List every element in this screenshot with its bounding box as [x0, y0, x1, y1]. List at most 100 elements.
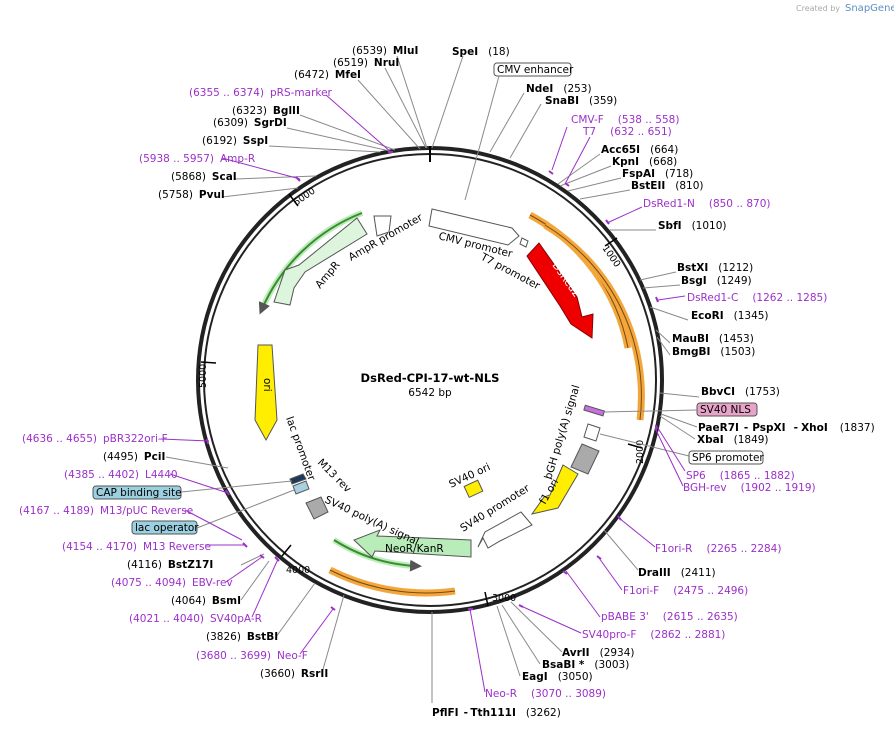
tick-6000 [288, 193, 299, 207]
site-bstxi[interactable]: BstXI(1212) [677, 262, 753, 274]
box-cmv-enhancer-label: CMV enhancer [497, 64, 574, 76]
primer-dsred1-c[interactable]: DsRed1-C(1262 .. 1285) [687, 292, 827, 304]
primer-sv40pro-f[interactable]: SV40pro-F(2862 .. 2881) [582, 629, 725, 641]
site-bstbi[interactable]: (3826)BstBI [206, 631, 278, 643]
site-bsmi[interactable]: (4064)BsmI [171, 595, 241, 607]
box-sp6-promoter[interactable] [688, 450, 764, 465]
site-sspi[interactable]: (6192)SspI [202, 135, 268, 147]
feature-dsred2[interactable] [526, 242, 594, 339]
site-leaders [165, 55, 700, 703]
primer-bgh-rev[interactable]: BGH-rev(1902 .. 1919) [683, 482, 816, 494]
site-avrii[interactable]: AvrII(2934) [562, 647, 635, 659]
site-ecori[interactable]: EcoRI(1345) [691, 310, 769, 322]
site-nrui[interactable]: (6519)NruI [333, 57, 399, 69]
site-kpni[interactable]: KpnI(668) [612, 156, 677, 168]
ampr-arc [258, 212, 363, 315]
primer-l4440[interactable]: (4385 .. 4402)L4440 [64, 469, 178, 481]
plasmid-size: 6542 bp [408, 387, 452, 399]
plasmid-name: DsRed-CPI-17-wt-NLS [361, 371, 500, 385]
leader-cmv-enhancer [464, 75, 500, 201]
site-bglii[interactable]: (6323)BglII [232, 105, 300, 117]
box-cmv-enhancer[interactable] [493, 62, 572, 77]
site-bmgbi[interactable]: BmgBI(1503) [672, 346, 755, 358]
feature-ampr-promoter[interactable] [373, 215, 392, 237]
tick-label-5000: 5000 [198, 364, 209, 388]
leader-sp6-promoter [599, 433, 690, 457]
primer-neo-f[interactable]: (3680 .. 3699)Neo-F [196, 650, 308, 662]
feature-cap-site[interactable] [289, 473, 307, 485]
primer-sp6[interactable]: SP6(1865 .. 1882) [686, 470, 795, 482]
label-ori: ori [261, 378, 273, 392]
site-maubi[interactable]: MauBI(1453) [672, 333, 754, 345]
site-bsabi[interactable]: BsaBI *(3003) [542, 659, 629, 671]
feature-t7-promoter[interactable] [519, 237, 529, 248]
site-bsteii[interactable]: BstEII(810) [631, 180, 704, 192]
leader-sv40-nls [603, 409, 698, 413]
leader-lac-operator [196, 489, 295, 529]
site-rsrii[interactable]: (3660)RsrII [260, 668, 328, 680]
primer-pbr322ori-f[interactable]: (4636 .. 4655)pBR322ori-F [22, 433, 168, 445]
box-cap-binding-site[interactable] [92, 485, 182, 500]
site-mlui[interactable]: (6539)MluI [352, 45, 418, 57]
feature-cmv-promoter[interactable] [428, 208, 520, 246]
feature-ampr[interactable] [273, 217, 368, 306]
primer-amp-r[interactable]: (5938 .. 5957)Amp-R [139, 153, 255, 165]
site-draiii[interactable]: DraIII(2411) [638, 567, 716, 579]
feature-sv40-polya[interactable] [305, 496, 329, 520]
primer-m13-reverse[interactable]: (4154 .. 4170)M13 Reverse [62, 541, 211, 553]
primer-ebv-rev[interactable]: (4075 .. 4094)EBV-rev [111, 577, 233, 589]
label-neor: NeoR/KanR [385, 543, 444, 555]
site-acc65i[interactable]: Acc65I(664) [601, 144, 678, 156]
primer-prs-marker[interactable]: (6355 .. 6374)pRS-marker [189, 87, 333, 99]
feature-sp6-promoter[interactable] [583, 423, 601, 442]
site-bbvci[interactable]: BbvCI(1753) [701, 386, 780, 398]
box-sv40-nls[interactable] [696, 402, 758, 417]
feature-sv40-ori[interactable] [463, 479, 484, 499]
brand-created-by: Created by [796, 4, 840, 13]
feature-neor[interactable] [353, 529, 472, 558]
tick-label-4000: 4000 [286, 565, 310, 576]
site-snabi[interactable]: SnaBI(359) [545, 95, 617, 107]
site-eagi[interactable]: EagI(3050) [522, 671, 593, 683]
primer-m13-puc-reverse[interactable]: (4167 .. 4189)M13/pUC Reverse [19, 505, 193, 517]
primer-f1ori-f[interactable]: F1ori-F(2475 .. 2496) [623, 585, 748, 597]
site-xbai[interactable]: XbaI(1849) [697, 434, 769, 446]
feature-lac-operator[interactable] [292, 480, 310, 495]
site-mfei[interactable]: (6472)MfeI [294, 69, 361, 81]
tick-1000 [604, 237, 618, 247]
site-pvui[interactable]: (5758)PvuI [158, 189, 225, 201]
site-spei[interactable]: SpeI(18) [452, 46, 510, 58]
cds-arc-neo-line [329, 569, 456, 594]
feature-f1-ori[interactable] [530, 464, 579, 515]
site-sbfi[interactable]: SbfI(1010) [658, 220, 726, 232]
primer-cmv-f[interactable]: CMV-F(538 .. 558) [571, 114, 679, 126]
primer-sv40pa-r[interactable]: (4021 .. 4040)SV40pA-R [129, 613, 262, 625]
site-pflfi-tth111i[interactable]: PflFI-Tth111I(3262) [432, 707, 561, 719]
primer-f1ori-r[interactable]: F1ori-R(2265 .. 2284) [655, 543, 781, 555]
site-pcii[interactable]: (4495)PciI [103, 451, 165, 463]
site-fspai[interactable]: FspAI(718) [622, 168, 693, 180]
tick-label-2000: 2000 [635, 440, 646, 464]
leader-cap-binding-site [180, 480, 293, 493]
site-sgrdi[interactable]: (6309)SgrDI [213, 117, 287, 129]
primer-dsred1-n[interactable]: DsRed1-N(850 .. 870) [643, 198, 770, 210]
primer-neo-r[interactable]: Neo-R(3070 .. 3089) [485, 688, 606, 700]
site-scai[interactable]: (5868)ScaI [171, 171, 237, 183]
cds-arc-neo [328, 566, 456, 597]
tick-label-3000: 3000 [492, 593, 516, 604]
site-bstz17i[interactable]: (4116)BstZ17I [127, 559, 213, 571]
feature-sv40-nls[interactable] [583, 404, 606, 417]
primer-pbabe-3[interactable]: pBABE 3'(2615 .. 2635) [601, 611, 738, 623]
feature-sv40-promoter[interactable] [477, 511, 533, 549]
feature-ori[interactable] [254, 344, 278, 442]
site-paer7i-pspxi-xhoi[interactable]: PaeR7I-PspXI-XhoI(1837) [698, 422, 875, 434]
feature-bgh-polya[interactable] [570, 443, 600, 475]
primer-t7[interactable]: T7(632 .. 651) [582, 126, 672, 138]
site-bsgi[interactable]: BsgI(1249) [681, 275, 752, 287]
site-ndei[interactable]: NdeI(253) [526, 83, 592, 95]
tick-3000 [484, 591, 489, 607]
brand-snapgene[interactable]: SnapGene [845, 3, 894, 14]
label-lac-promoter: lac promoter [283, 415, 317, 483]
label-m13-rev: M13 rev [315, 457, 354, 496]
